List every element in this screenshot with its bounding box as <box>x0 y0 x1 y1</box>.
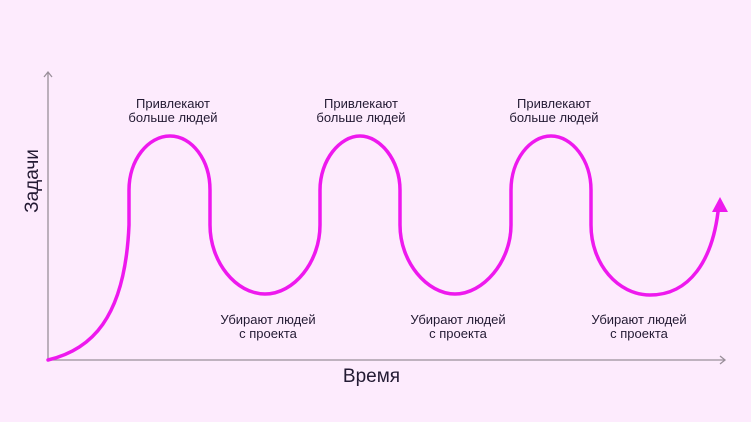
curve-arrowhead-icon <box>712 197 728 212</box>
peak-label-1: Привлекают больше людей <box>103 97 243 125</box>
x-axis-arrow-icon <box>719 355 727 365</box>
trough-label-line: с проекта <box>610 326 668 341</box>
peak-label-line: больше людей <box>128 110 218 125</box>
trough-label-3: Убирают людей с проекта <box>569 313 709 341</box>
trough-label-2: Убирают людей с проекта <box>388 313 528 341</box>
peak-label-line: больше людей <box>316 110 406 125</box>
x-axis-label: Время <box>0 366 751 388</box>
peak-label-2: Привлекают больше людей <box>291 97 431 125</box>
trough-label-line: с проекта <box>429 326 487 341</box>
axes <box>43 70 727 365</box>
trough-label-1: Убирают людей с проекта <box>198 313 338 341</box>
peak-label-line: больше людей <box>509 110 599 125</box>
x-axis-label-text: Время <box>342 366 401 387</box>
peak-label-line: Привлекают <box>324 96 398 111</box>
peak-label-3: Привлекают больше людей <box>484 97 624 125</box>
trough-label-line: Убирают людей <box>410 312 506 327</box>
trough-label-line: с проекта <box>239 326 297 341</box>
wave-curve <box>46 134 720 362</box>
y-axis-arrow-icon <box>43 70 53 78</box>
trough-label-line: Убирают людей <box>220 312 316 327</box>
peak-label-line: Привлекают <box>136 96 210 111</box>
trough-label-line: Убирают людей <box>591 312 687 327</box>
peak-label-line: Привлекают <box>517 96 591 111</box>
y-axis-label: Задачи <box>22 149 43 213</box>
